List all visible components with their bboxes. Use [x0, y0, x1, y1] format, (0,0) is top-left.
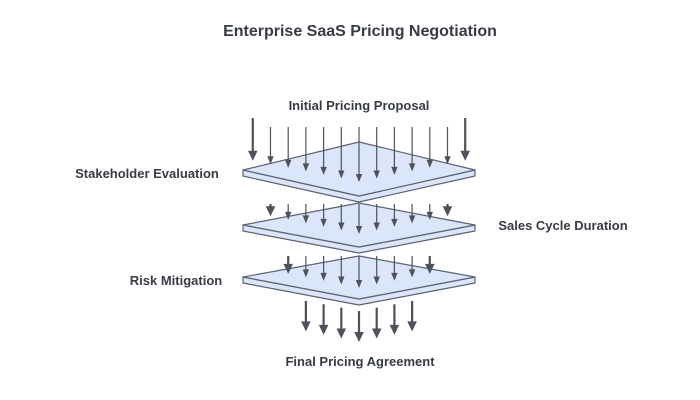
flow-arrow-head-icon — [318, 324, 329, 335]
flow-arrow-head-icon — [338, 170, 345, 179]
flow-arrow-head-icon — [302, 163, 310, 172]
flow-arrow-head-icon — [373, 222, 380, 231]
flow-arrow-head-icon — [302, 269, 310, 278]
flow-arrow-head-icon — [265, 206, 276, 217]
flow-arrow-head-icon — [338, 276, 345, 285]
flow-arrow-head-icon — [338, 222, 345, 231]
flow-arrow-head-icon — [320, 218, 327, 227]
flow-arrow-head-icon — [285, 159, 292, 168]
diagram-title: Enterprise SaaS Pricing Negotiation — [223, 23, 497, 40]
flow-arrow-head-icon — [389, 324, 400, 335]
flow-arrow-head-icon — [355, 226, 363, 234]
flow-arrow-head-icon — [320, 166, 327, 175]
flow-arrow-head-icon — [373, 276, 380, 285]
flow-arrow-head-icon — [355, 280, 363, 288]
flow-arrow-head-icon — [426, 211, 433, 220]
flow-arrow-head-icon — [354, 332, 364, 342]
flow-arrow-head-icon — [283, 263, 293, 274]
flow-arrow-head-icon — [267, 156, 274, 165]
flow-arrow-head-icon — [407, 321, 417, 332]
flow-arrow-head-icon — [320, 272, 327, 281]
arrow-group-1 — [265, 204, 453, 234]
flow-arrow-head-icon — [426, 159, 433, 168]
flow-arrow-head-icon — [391, 166, 398, 175]
layer-label-stakeholder-evaluation: Stakeholder Evaluation — [75, 166, 219, 181]
flow-arrow-head-icon — [408, 269, 416, 278]
arrow-group-3 — [301, 300, 417, 342]
flow-arrow-head-icon — [391, 218, 398, 227]
flow-arrow-head-icon — [285, 211, 292, 220]
arrow-group-2 — [283, 256, 435, 288]
flow-arrow-head-icon — [442, 206, 453, 217]
flow-arrow-head-icon — [460, 150, 470, 161]
flow-arrow-head-icon — [336, 328, 347, 339]
layer-label-risk-mitigation: Risk Mitigation — [130, 273, 223, 288]
flow-arrow-head-icon — [408, 163, 416, 172]
flow-arrow-head-icon — [355, 174, 363, 182]
flow-arrow-head-icon — [373, 170, 380, 179]
flow-arrows — [248, 118, 470, 342]
flow-arrow-head-icon — [444, 156, 451, 165]
flow-arrow-head-icon — [391, 272, 398, 281]
sink-label: Final Pricing Agreement — [285, 354, 435, 369]
source-label: Initial Pricing Proposal — [289, 98, 430, 113]
flow-arrow-head-icon — [371, 328, 382, 339]
layer-label-sales-cycle-duration: Sales Cycle Duration — [498, 218, 627, 233]
flow-arrow-head-icon — [302, 215, 310, 224]
arrow-group-0 — [248, 118, 470, 182]
flow-arrow-head-icon — [408, 215, 416, 224]
flow-arrow-head-icon — [425, 263, 435, 274]
flow-arrow-head-icon — [301, 321, 311, 332]
flow-arrow-head-icon — [248, 150, 258, 161]
